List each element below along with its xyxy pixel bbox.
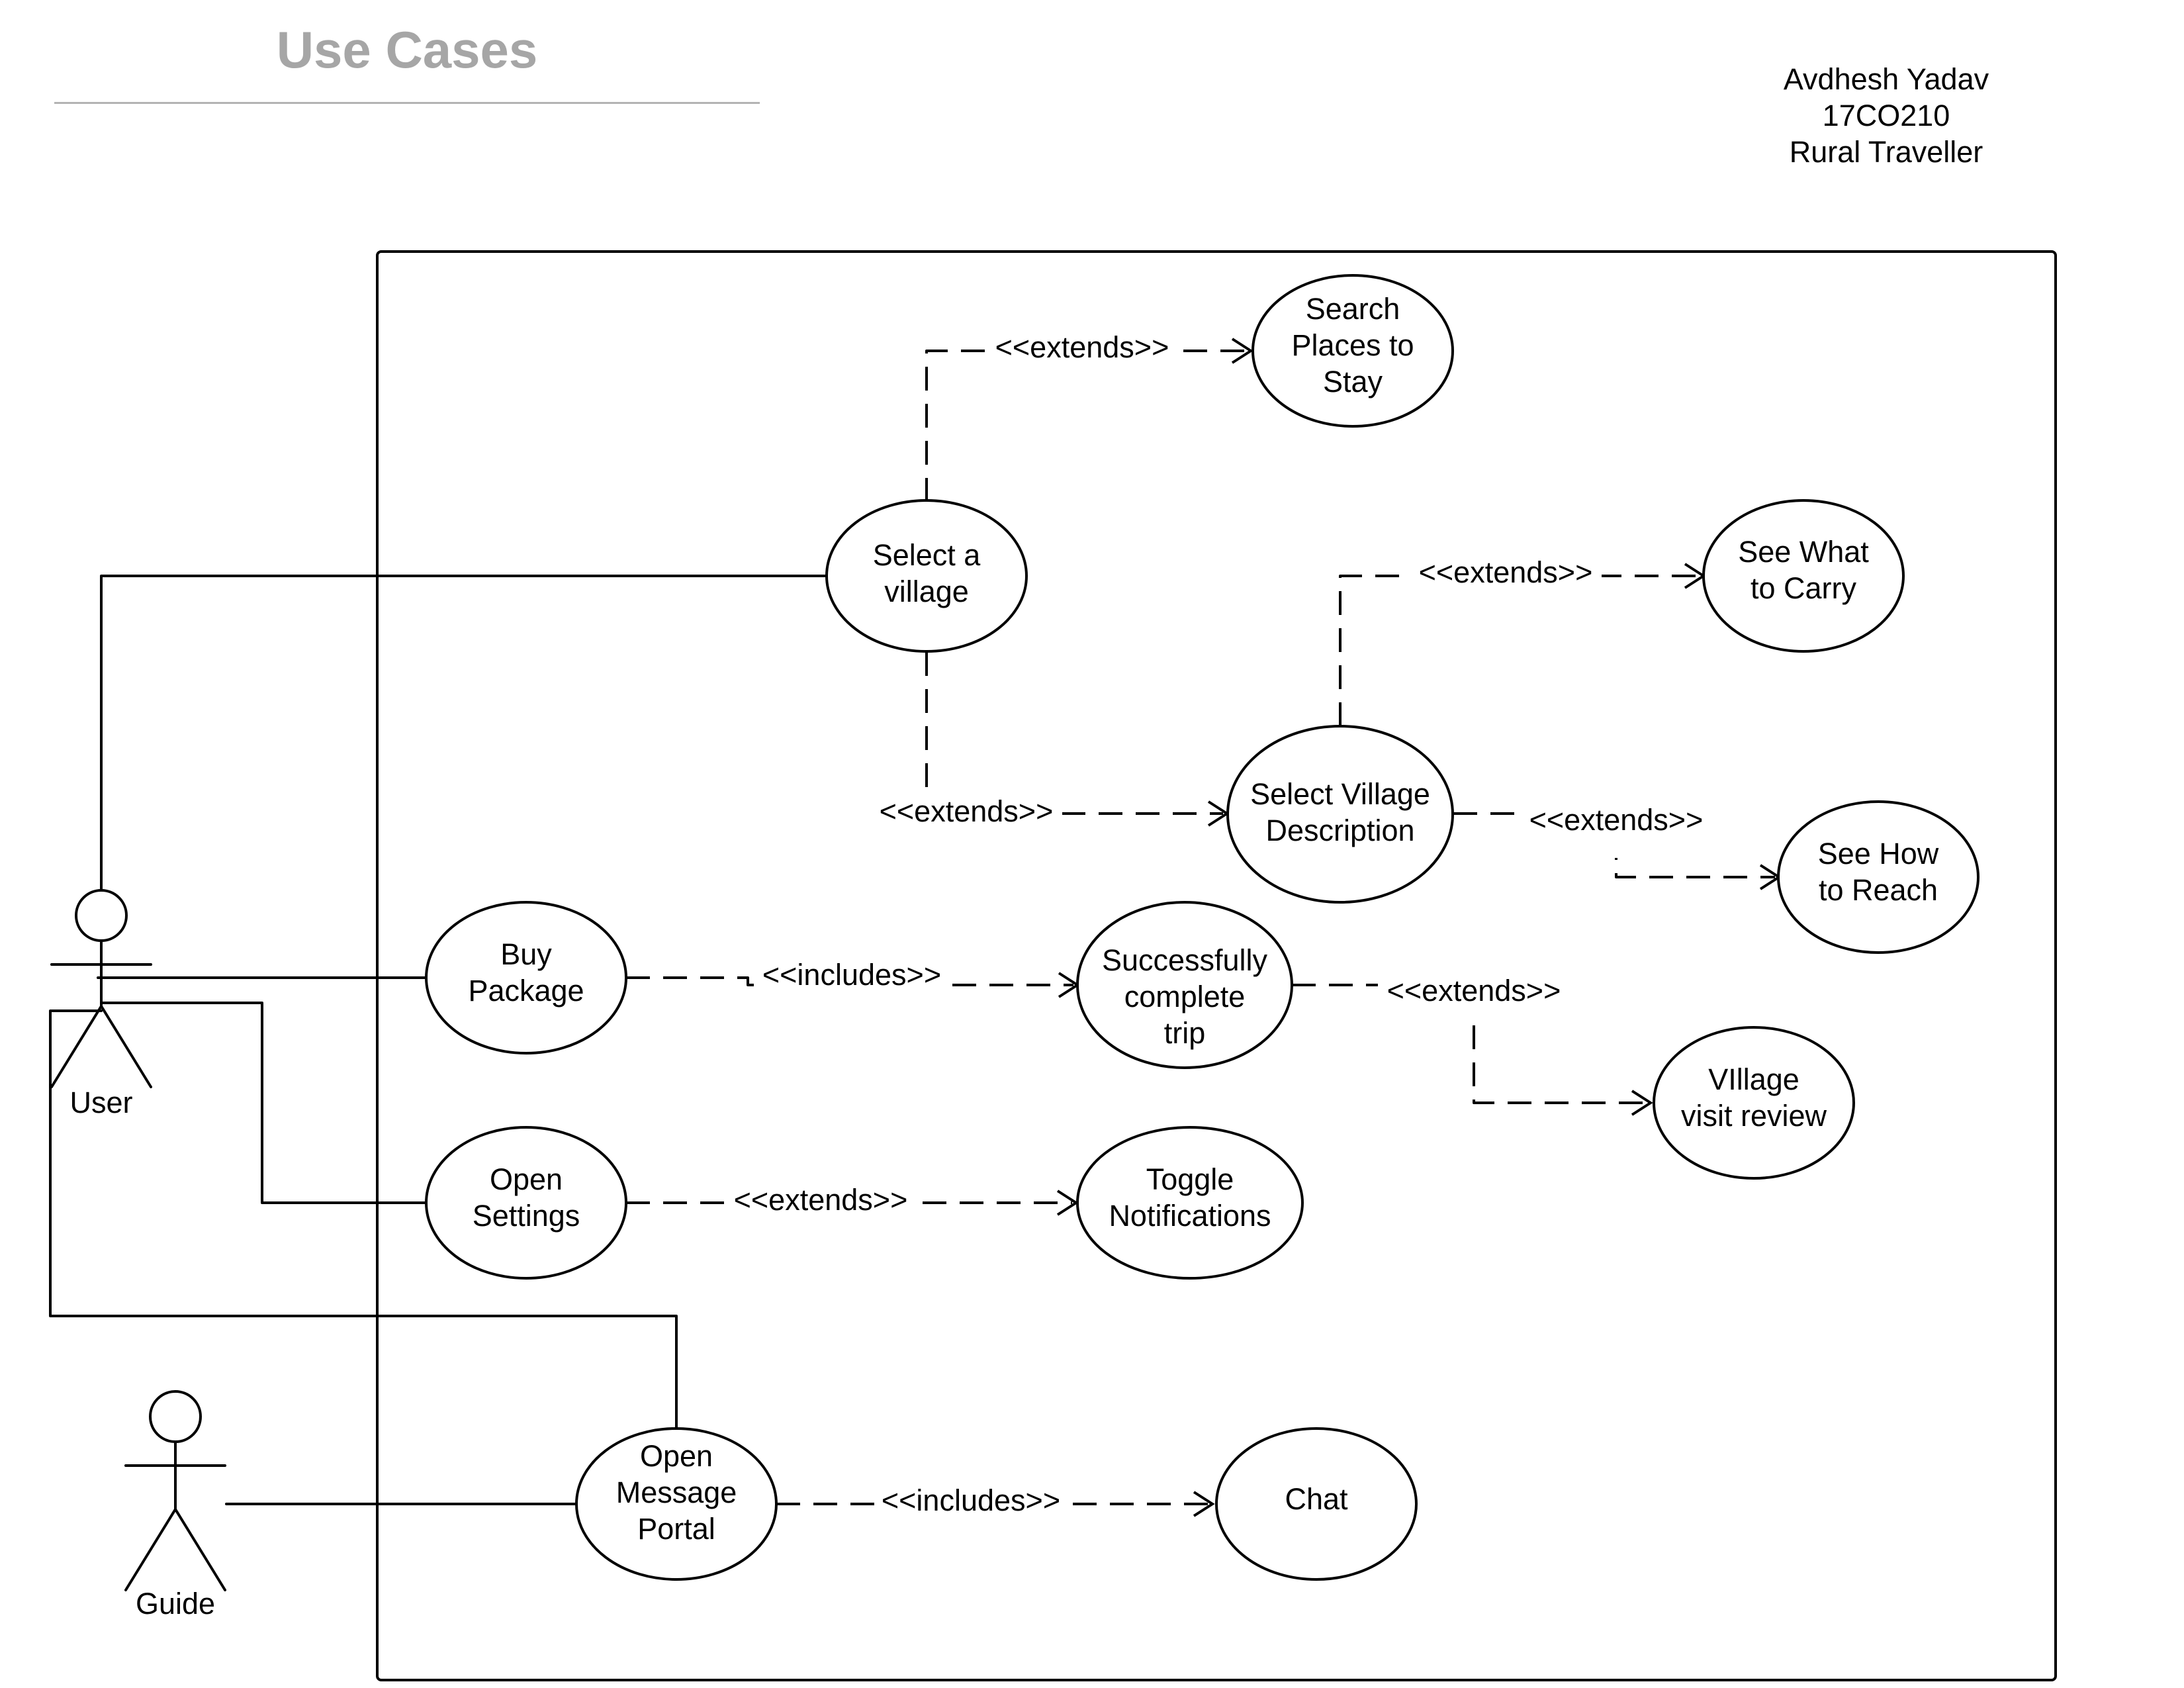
author-id: 17CO210 bbox=[1822, 99, 1950, 132]
actor-user-label: User bbox=[69, 1086, 132, 1119]
svg-text:Open: Open bbox=[490, 1162, 563, 1196]
svg-text:<<extends>>: <<extends>> bbox=[880, 794, 1054, 828]
use-case-complete-trip[interactable]: Successfully complete trip bbox=[1076, 901, 1293, 1069]
author-block: Avdhesh Yadav 17CO210 Rural Traveller bbox=[1701, 61, 2071, 170]
title-underline bbox=[54, 102, 760, 104]
svg-text:complete: complete bbox=[1124, 980, 1246, 1013]
actor-guide[interactable]: Guide bbox=[124, 1390, 226, 1620]
use-case-open-message-portal[interactable]: Open Message Portal bbox=[575, 1427, 778, 1581]
svg-text:<<extends>>: <<extends>> bbox=[995, 330, 1169, 364]
use-case-buy-package[interactable]: Buy Package bbox=[425, 901, 627, 1055]
svg-text:Buy: Buy bbox=[500, 937, 552, 971]
svg-text:<<includes>>: <<includes>> bbox=[762, 958, 941, 992]
arrowhead-chat bbox=[1193, 1491, 1215, 1517]
use-case-chat[interactable]: Chat bbox=[1215, 1427, 1418, 1581]
use-case-open-settings[interactable]: Open Settings bbox=[425, 1126, 627, 1280]
svg-text:<<extends>>: <<extends>> bbox=[1419, 555, 1593, 589]
arrowhead-review bbox=[1631, 1090, 1653, 1116]
svg-text:Stay: Stay bbox=[1323, 365, 1383, 399]
svg-text:<<extends>>: <<extends>> bbox=[1387, 974, 1561, 1008]
label-package-trip: <<includes>> bbox=[754, 957, 946, 994]
assoc-user-message-portal bbox=[49, 1009, 678, 1431]
svg-text:Search: Search bbox=[1306, 292, 1400, 326]
svg-text:Description: Description bbox=[1265, 814, 1414, 847]
svg-text:to Carry: to Carry bbox=[1751, 571, 1857, 605]
svg-text:Chat: Chat bbox=[1285, 1482, 1348, 1516]
assoc-user-open-settings bbox=[100, 1002, 427, 1204]
system-boundary bbox=[376, 250, 2057, 1681]
actor-user[interactable]: User bbox=[50, 889, 152, 1119]
svg-text:See What: See What bbox=[1738, 535, 1869, 569]
svg-text:See How: See How bbox=[1818, 837, 1939, 870]
project-name: Rural Traveller bbox=[1789, 135, 1983, 169]
diagram-title: Use Cases bbox=[276, 21, 538, 79]
svg-text:visit review: visit review bbox=[1681, 1099, 1827, 1133]
svg-text:trip: trip bbox=[1164, 1016, 1206, 1050]
svg-text:<<extends>>: <<extends>> bbox=[734, 1183, 908, 1217]
label-trip-review: <<extends>> bbox=[1378, 970, 1570, 1017]
arrowhead-search bbox=[1231, 338, 1253, 364]
use-case-see-how-reach[interactable]: See How to Reach bbox=[1777, 800, 1979, 954]
svg-text:to Reach: to Reach bbox=[1819, 873, 1938, 907]
svg-text:<<includes>>: <<includes>> bbox=[882, 1483, 1060, 1517]
label-description-carry: <<extends>> bbox=[1410, 555, 1602, 592]
use-case-search-places[interactable]: Search Places to Stay bbox=[1251, 274, 1454, 428]
svg-text:Package: Package bbox=[468, 974, 584, 1008]
actor-guide-label: Guide bbox=[136, 1587, 215, 1620]
guide-head-icon bbox=[149, 1390, 202, 1443]
svg-text:<<extends>>: <<extends>> bbox=[1529, 803, 1704, 837]
svg-text:Portal: Portal bbox=[637, 1512, 715, 1546]
svg-text:Open: Open bbox=[640, 1439, 713, 1473]
svg-text:Message: Message bbox=[616, 1476, 737, 1509]
rel-village-description bbox=[925, 652, 1223, 815]
user-head-icon bbox=[75, 889, 128, 942]
label-description-reach: <<extends>> bbox=[1522, 802, 1714, 858]
arrowhead-notifications bbox=[1056, 1190, 1079, 1216]
rel-package-trip bbox=[626, 976, 1073, 986]
label-village-search: <<extends>> bbox=[986, 330, 1178, 367]
use-case-select-village[interactable]: Select a village bbox=[825, 499, 1028, 653]
use-case-see-what-carry[interactable]: See What to Carry bbox=[1702, 499, 1905, 653]
svg-text:Places to: Places to bbox=[1291, 328, 1414, 362]
assoc-user-select-village bbox=[100, 575, 829, 892]
rel-description-carry bbox=[1339, 575, 1700, 726]
use-case-village-review[interactable]: VIllage visit review bbox=[1653, 1026, 1855, 1180]
svg-text:Toggle: Toggle bbox=[1146, 1162, 1234, 1196]
svg-text:Settings: Settings bbox=[473, 1199, 580, 1233]
label-village-description: <<extends>> bbox=[870, 794, 1062, 831]
rel-village-search bbox=[925, 350, 1247, 502]
svg-text:Select Village: Select Village bbox=[1250, 777, 1430, 811]
label-settings-notifications: <<extends>> bbox=[725, 1182, 917, 1219]
use-case-select-description[interactable]: Select Village Description bbox=[1226, 725, 1454, 904]
use-case-toggle-notifications[interactable]: Toggle Notifications bbox=[1076, 1126, 1304, 1280]
author-name: Avdhesh Yadav bbox=[1783, 62, 1989, 96]
svg-text:VIllage: VIllage bbox=[1708, 1062, 1799, 1096]
svg-text:Select a: Select a bbox=[873, 538, 981, 572]
svg-text:village: village bbox=[884, 575, 969, 608]
svg-text:Successfully: Successfully bbox=[1102, 943, 1268, 977]
svg-text:Notifications: Notifications bbox=[1109, 1199, 1271, 1233]
label-portal-chat: <<includes>> bbox=[875, 1483, 1067, 1520]
